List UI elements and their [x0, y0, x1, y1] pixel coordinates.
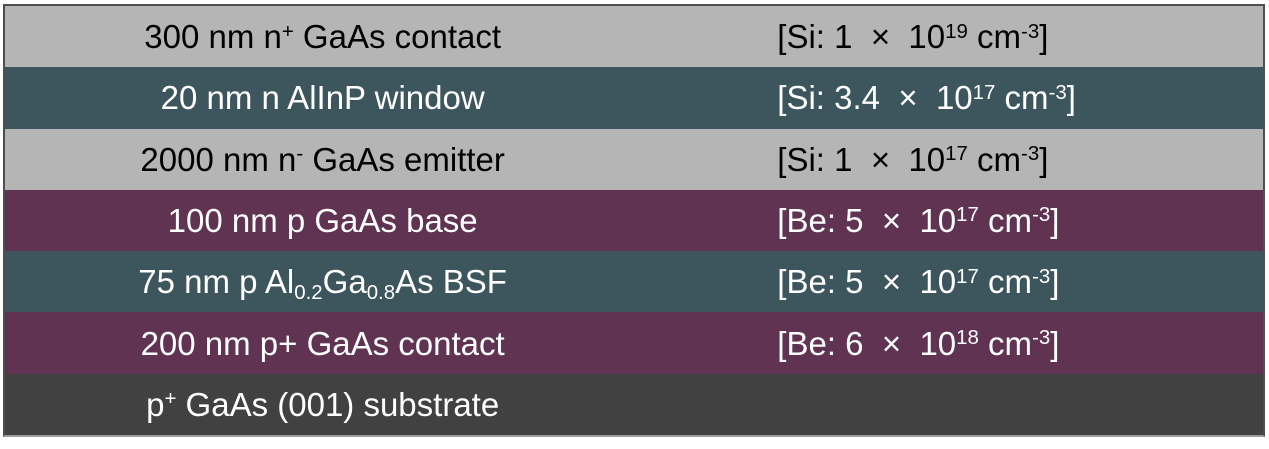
layer-row: 20 nm n AlInP window [Si: 3.4 × 1017 cm-…	[5, 67, 1263, 129]
doping-label: [Si: 1 × 1019 cm-3]	[777, 18, 1049, 56]
doping-label: [Be: 6 × 1018 cm-3]	[777, 324, 1060, 362]
layer-label: p+ GaAs (001) substrate	[146, 385, 500, 423]
layer-label: 300 nm n+ GaAs contact	[144, 18, 502, 56]
layer-label: 20 nm n AlInP window	[160, 79, 485, 117]
doping-label: [Si: 1 × 1017 cm-3]	[777, 140, 1049, 178]
doping-label: [Be: 5 × 1017 cm-3]	[777, 263, 1060, 301]
doping-label: [Be: 5 × 1017 cm-3]	[777, 201, 1060, 239]
layer-row: 300 nm n+ GaAs contact [Si: 1 × 1019 cm-…	[5, 6, 1263, 68]
layer-stack: 300 nm n+ GaAs contact [Si: 1 × 1019 cm-…	[3, 4, 1265, 437]
layer-label: 2000 nm n- GaAs emitter	[140, 140, 505, 178]
layer-row: 2000 nm n- GaAs emitter [Si: 1 × 1017 cm…	[5, 128, 1263, 190]
layer-label: 100 nm p GaAs base	[167, 201, 478, 239]
layer-label: 75 nm p Al0.2Ga0.8As BSF	[138, 263, 507, 304]
layer-row: 75 nm p Al0.2Ga0.8As BSF [Be: 5 × 1017 c…	[5, 251, 1263, 313]
doping-label: [Si: 3.4 × 1017 cm-3]	[777, 79, 1076, 117]
layer-row: 200 nm p+ GaAs contact [Be: 6 × 1018 cm-…	[5, 312, 1263, 374]
layer-label: 200 nm p+ GaAs contact	[140, 324, 505, 362]
layer-row: p+ GaAs (001) substrate	[5, 373, 1263, 435]
layer-row: 100 nm p GaAs base [Be: 5 × 1017 cm-3]	[5, 189, 1263, 252]
